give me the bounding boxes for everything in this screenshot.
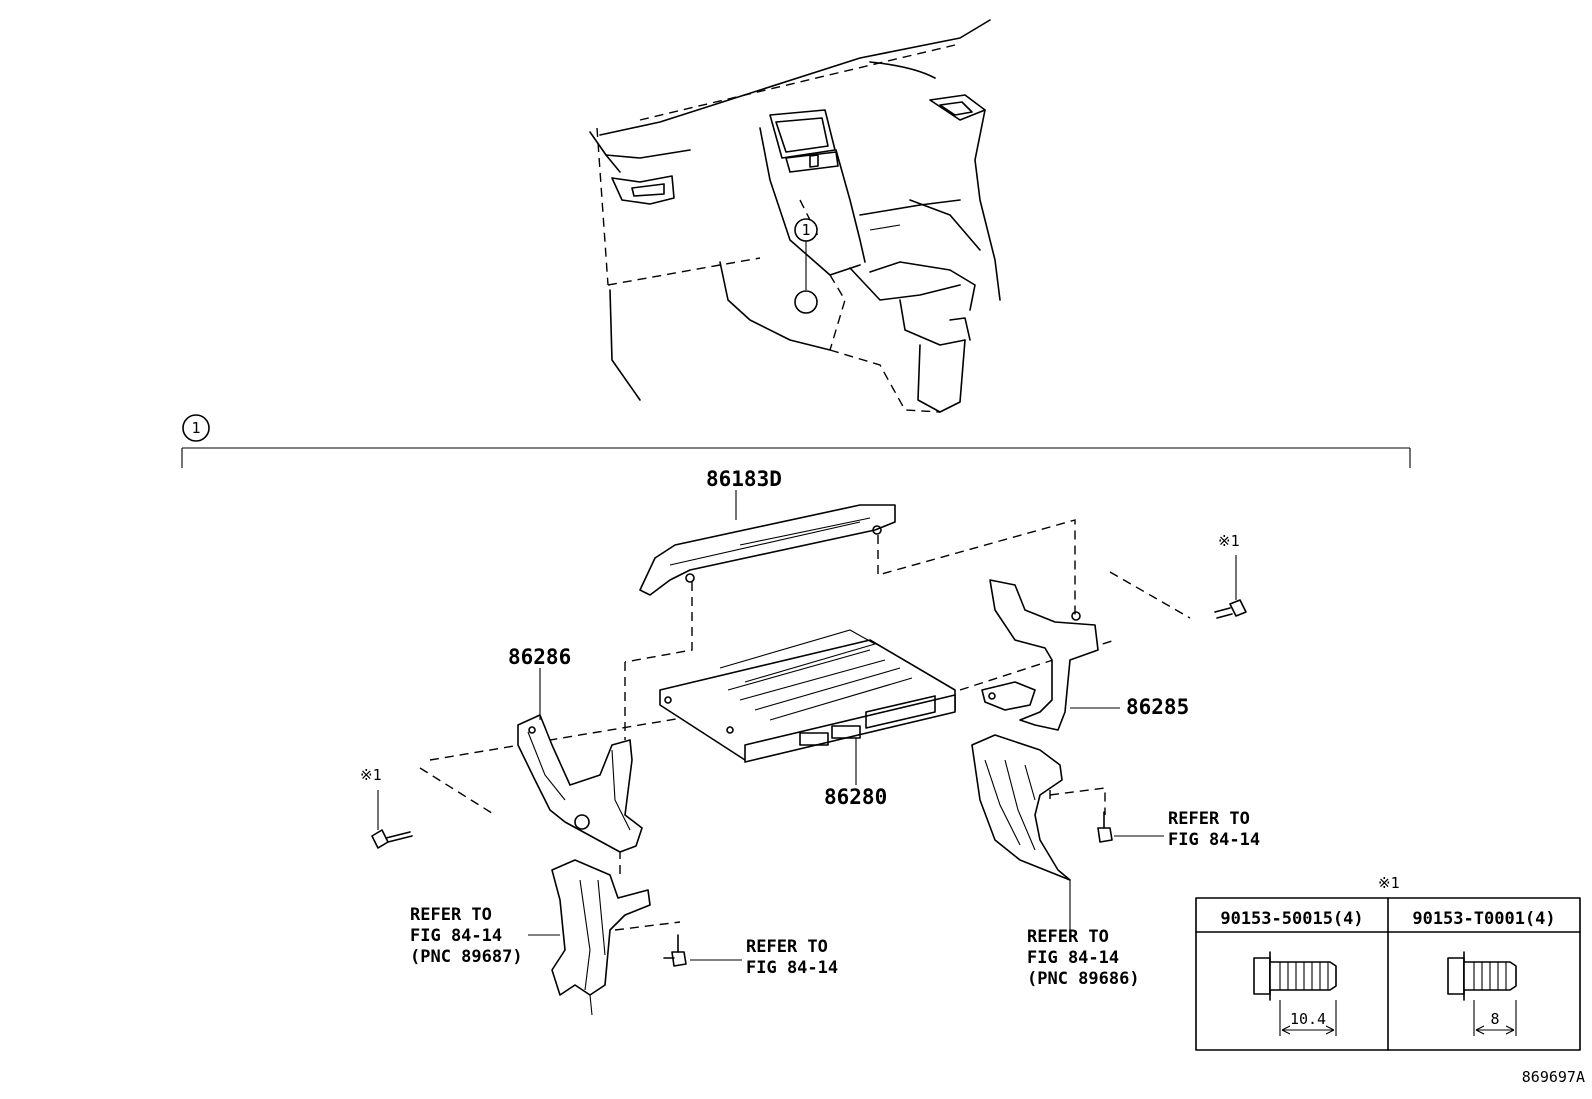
bracket-ref-89687 <box>528 859 651 1016</box>
svg-text:REFER TO: REFER TO <box>1027 927 1109 947</box>
refer-label-right-bracket: REFER TO FIG 84-14 (PNC 89686) <box>1027 927 1140 989</box>
svg-text:(PNC 89686): (PNC 89686) <box>1027 969 1140 989</box>
part-label-86183d: 86183D <box>706 467 782 491</box>
bolt-ref-right <box>1097 811 1164 843</box>
callout-number-assembly: 1 <box>191 419 200 437</box>
svg-text:REFER TO: REFER TO <box>1168 809 1250 829</box>
refer-label-left-bolt: REFER TO FIG 84-14 <box>746 937 838 978</box>
note-mark-left: ※1 <box>360 766 382 784</box>
bolt-right <box>1214 555 1247 619</box>
refer-label-right-bolt: REFER TO FIG 84-14 <box>1168 809 1260 850</box>
figure-id: 869697A <box>1522 1068 1585 1086</box>
bolt-ref-left <box>663 934 742 967</box>
bolt-left <box>371 790 413 849</box>
svg-text:REFER TO: REFER TO <box>746 937 828 957</box>
callout-number-top: 1 <box>801 221 810 239</box>
note-mark-right: ※1 <box>1218 532 1240 550</box>
bracket-ref-89686 <box>971 734 1071 930</box>
bolt-spec-table <box>1195 897 1581 1051</box>
bracket-86286 <box>517 668 643 853</box>
bracket-86285 <box>981 579 1120 731</box>
svg-text:REFER TO: REFER TO <box>410 905 492 925</box>
table-dimension-col2: 8 <box>1490 1010 1499 1028</box>
dashboard-overview <box>589 19 1001 413</box>
svg-text:FIG 84-14: FIG 84-14 <box>410 926 502 946</box>
part-label-86286: 86286 <box>508 645 571 669</box>
refer-label-left-bracket: REFER TO FIG 84-14 (PNC 89687) <box>410 905 523 967</box>
part-label-86285: 86285 <box>1126 695 1189 719</box>
svg-text:(PNC 89687): (PNC 89687) <box>410 947 523 967</box>
svg-text:FIG 84-14: FIG 84-14 <box>746 958 838 978</box>
assembly-bracket <box>181 414 1411 468</box>
bolt-drawing-50015 <box>1253 951 1337 1036</box>
bolt-drawing-t0001 <box>1447 951 1517 1036</box>
unit-location-marker <box>794 290 818 314</box>
part-label-86280: 86280 <box>824 785 887 809</box>
ecu-86280 <box>659 629 956 785</box>
cover-86183d <box>639 490 896 596</box>
table-dimension-col1: 10.4 <box>1290 1010 1326 1028</box>
table-part-no-col1: 90153-50015(4) <box>1220 909 1363 929</box>
note-mark-table: ※1 <box>1378 874 1400 892</box>
svg-text:FIG 84-14: FIG 84-14 <box>1027 948 1119 968</box>
table-part-no-col2: 90153-T0001(4) <box>1412 909 1555 929</box>
svg-text:FIG 84-14: FIG 84-14 <box>1168 830 1260 850</box>
